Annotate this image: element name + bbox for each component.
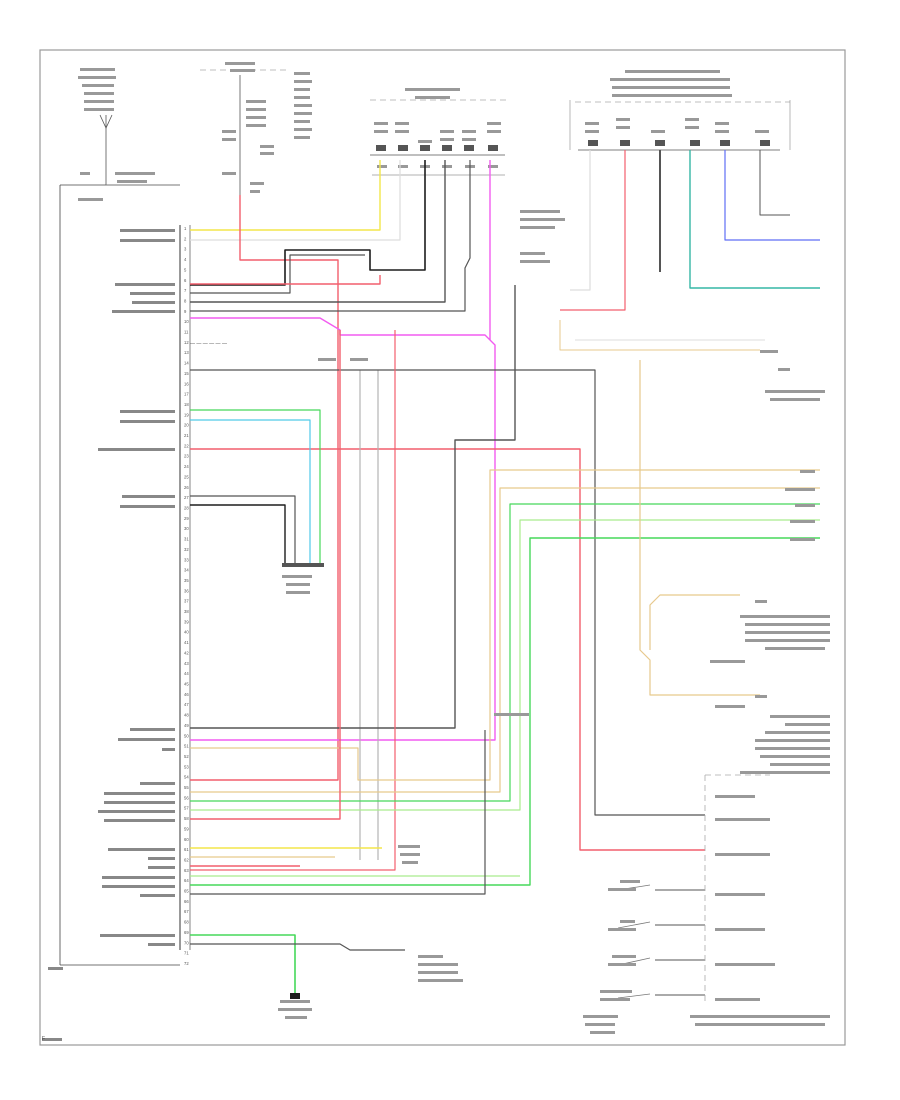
antenna-module	[583, 715, 830, 1034]
fuse-block	[200, 62, 312, 260]
pin-number: 44	[184, 671, 189, 676]
ground-terminal	[290, 993, 300, 999]
pin-number: 15	[184, 371, 189, 376]
pin-number: 46	[184, 692, 189, 697]
pin-number: 28	[184, 506, 189, 511]
pin-number: 68	[184, 920, 189, 925]
pin-number: 59	[184, 826, 189, 831]
pin-number: 48	[184, 713, 189, 718]
pin-number: 69	[184, 930, 189, 935]
pin-number: 39	[184, 619, 189, 624]
pin-number: 19	[184, 412, 189, 417]
pin-number: 51	[184, 744, 189, 749]
pin-number: 10	[184, 319, 189, 324]
pin-number: 64	[184, 878, 189, 883]
pin-number: 5	[184, 267, 187, 272]
pin-number: 40	[184, 630, 189, 635]
pin-number: 17	[184, 392, 189, 397]
pin-number: 25	[184, 475, 189, 480]
pin-number: 66	[184, 899, 189, 904]
pin-number: 41	[184, 640, 189, 645]
radio-pin-numbers: 1234567891011121314151617181920212223242…	[184, 226, 189, 966]
pin-number: 4	[184, 257, 187, 262]
remote-connector	[282, 563, 324, 594]
pin-number: 2	[184, 236, 187, 241]
pin-number: 37	[184, 599, 189, 604]
misc-labels	[278, 358, 529, 1019]
pin-number: 35	[184, 578, 189, 583]
pin-number: 9	[184, 309, 187, 314]
pin-number: 53	[184, 764, 189, 769]
left-signal-labels	[42, 229, 175, 1041]
pin-number: 3	[184, 247, 187, 252]
pin-number: 49	[184, 723, 189, 728]
pin-number: 43	[184, 661, 189, 666]
pin-number: 16	[184, 381, 189, 386]
pin-number: 27	[184, 495, 189, 500]
pin-number: 33	[184, 557, 189, 562]
pin-number: 21	[184, 433, 189, 438]
pin-number: 56	[184, 795, 189, 800]
pin-number: 29	[184, 516, 189, 521]
pin-number: 57	[184, 806, 189, 811]
top-right-module	[569, 70, 791, 151]
pin-number: 24	[184, 464, 189, 469]
diagram-border	[39, 49, 846, 1046]
right-connector-labels	[710, 350, 830, 708]
pin-number: 45	[184, 682, 189, 687]
pin-number: 22	[184, 443, 189, 448]
pin-number: 8	[184, 299, 187, 304]
top-center-module	[370, 88, 565, 263]
pin-number: 62	[184, 858, 189, 863]
pin-number: 36	[184, 588, 189, 593]
figure-code: F	[42, 1036, 45, 1042]
pin-number: 12	[184, 340, 189, 345]
pin-number: 58	[184, 816, 189, 821]
pin-number: 72	[184, 961, 189, 966]
pin-number: 50	[184, 733, 189, 738]
pin-number: 7	[184, 288, 187, 293]
pin-number: 6	[184, 278, 187, 283]
pin-number: 11	[184, 330, 189, 335]
pin-number: 55	[184, 785, 189, 790]
pin-number: 18	[184, 402, 189, 407]
pin-number: 26	[184, 485, 189, 490]
pin-number: 70	[184, 940, 189, 945]
pin-number: 20	[184, 423, 189, 428]
pin-number: 42	[184, 650, 189, 655]
radio-connector: 1234567891011121314151617181920212223242…	[59, 184, 227, 966]
pin-number: 32	[184, 547, 189, 552]
pin-number: 34	[184, 568, 189, 573]
pin-number: 65	[184, 889, 189, 894]
pin-number: 71	[184, 951, 189, 956]
pin-number: 61	[184, 847, 189, 852]
pin-number: 47	[184, 702, 189, 707]
pin-number: 52	[184, 754, 189, 759]
pin-number: 60	[184, 837, 189, 842]
wires	[106, 150, 820, 996]
pin-number: 23	[184, 454, 189, 459]
pin-number: 67	[184, 909, 189, 914]
pin-number: 54	[184, 775, 189, 780]
pin-number: 63	[184, 868, 189, 873]
pin-number: 30	[184, 526, 189, 531]
pin-number: 14	[184, 361, 189, 366]
pin-number: 31	[184, 537, 189, 542]
pin-number: 1	[184, 226, 187, 231]
top-left-block	[78, 68, 155, 201]
connector-label: — — — — — —	[190, 341, 227, 347]
pin-number: 38	[184, 609, 189, 614]
pin-number: 13	[184, 350, 189, 355]
